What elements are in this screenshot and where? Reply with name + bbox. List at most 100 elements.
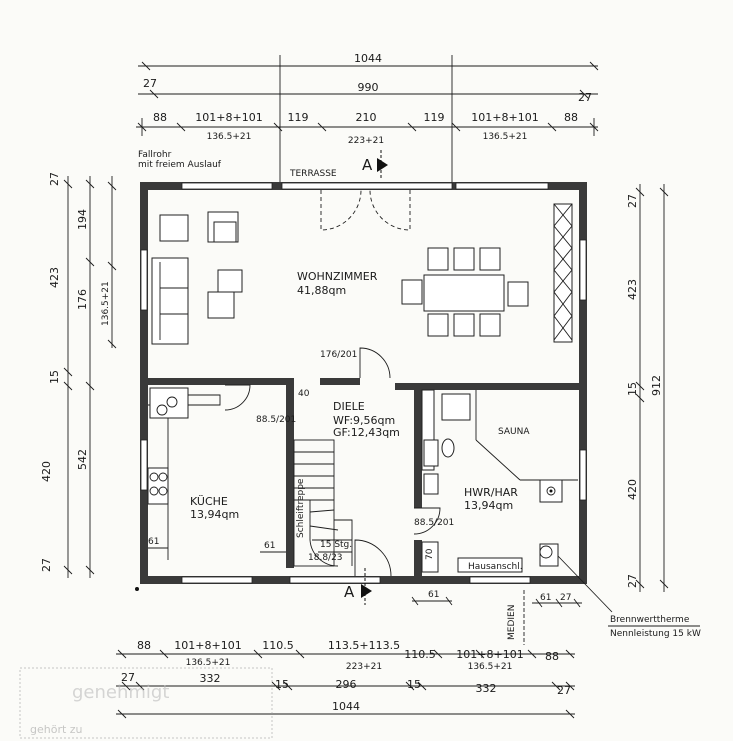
dim-top-inner: 990 bbox=[358, 81, 379, 94]
dim-left-27: 27 bbox=[48, 172, 61, 186]
dim-bot-88a: 88 bbox=[137, 639, 151, 652]
walls bbox=[140, 182, 587, 584]
top-dimensions: 1044 990 27 27 88 101+8+101 136.5+21 119… bbox=[136, 52, 599, 185]
dim-right-15: 15 bbox=[626, 382, 639, 396]
dim-top-left-27: 27 bbox=[143, 77, 157, 90]
door-hwr-dim: 88.5/201 bbox=[414, 518, 454, 528]
medien-label: MEDIEN bbox=[507, 605, 517, 640]
dim-kitchen-61: 61 bbox=[148, 537, 159, 547]
room-diele-name: DIELE bbox=[333, 400, 365, 413]
dim-bot-mid-sub: 223+21 bbox=[346, 662, 382, 672]
door-wz-dim: 176/201 bbox=[320, 350, 357, 360]
dim-left-15: 15 bbox=[48, 370, 61, 384]
dim-top-right-27: 27 bbox=[578, 91, 592, 104]
heater-callout: Brennwerttherme Nennleistung 15 kW bbox=[557, 555, 701, 639]
dim-in-332b: 332 bbox=[476, 682, 497, 695]
dim-top-119b: 119 bbox=[424, 111, 445, 124]
dim-left-176: 176 bbox=[76, 289, 89, 310]
dim-left-423: 423 bbox=[48, 267, 61, 288]
dim-bot-1105b: 110.5 bbox=[404, 648, 436, 661]
therme-label-1: Brennwerttherme bbox=[610, 615, 690, 625]
stamp-sub: gehört zu bbox=[30, 723, 83, 736]
stairs-dim: 18.8/23 bbox=[308, 553, 343, 563]
dim-right-912: 912 bbox=[650, 375, 663, 396]
dim-top-210-sub: 223+21 bbox=[348, 136, 384, 146]
dim-top-win-b: 101+8+101 bbox=[471, 111, 538, 124]
door-kueche-dim: 88.5/201 bbox=[256, 415, 296, 425]
dim-bot-win-b: 101+8+101 bbox=[456, 648, 523, 661]
dim-bot-win-a: 101+8+101 bbox=[174, 639, 241, 652]
dim-left-27b: 27 bbox=[40, 558, 53, 572]
room-wohnzimmer-area: 41,88qm bbox=[297, 284, 346, 297]
dim-in-296: 296 bbox=[336, 678, 357, 691]
dim-bottom-61c: 61 bbox=[428, 590, 439, 600]
dim-bot-total: 1044 bbox=[332, 700, 360, 713]
dim-right-423: 423 bbox=[626, 279, 639, 300]
room-diele-wf: WF:9,56qm bbox=[333, 414, 395, 427]
dim-top-88b: 88 bbox=[564, 111, 578, 124]
terrasse-label: TERRASSE bbox=[289, 169, 337, 179]
stairs-label: Schleiftreppe bbox=[296, 478, 306, 538]
dim-top-win-a: 101+8+101 bbox=[195, 111, 262, 124]
hausanschluss-label: Hausanschl. bbox=[468, 562, 523, 572]
dim-left-420: 420 bbox=[40, 461, 53, 482]
room-kueche-name: KÜCHE bbox=[190, 495, 228, 508]
dim-left-1365: 136.5+21 bbox=[101, 281, 111, 326]
dim-top-210: 210 bbox=[356, 111, 377, 124]
dim-bot-win-b-sub: 136.5+21 bbox=[468, 662, 513, 672]
dim-in-27b: 27 bbox=[557, 684, 571, 697]
dim-70: 70 bbox=[425, 548, 435, 560]
dim-top-119a: 119 bbox=[288, 111, 309, 124]
dim-in-15b: 15 bbox=[407, 678, 421, 691]
dim-left-194: 194 bbox=[76, 209, 89, 230]
stairs-steps: 15 Stg. bbox=[320, 540, 352, 550]
dim-in-15a: 15 bbox=[275, 678, 289, 691]
room-kueche-area: 13,94qm bbox=[190, 508, 239, 521]
dim-in-27a: 27 bbox=[121, 671, 135, 684]
room-diele-gf: GF:12,43qm bbox=[333, 426, 400, 439]
bottom-dimensions: 88 101+8+101 136.5+21 110.5 113.5+113.5 … bbox=[116, 639, 575, 719]
dim-top-win-b-sub: 136.5+21 bbox=[483, 132, 528, 142]
right-dimensions: 27 423 15 912 420 27 bbox=[626, 184, 669, 592]
room-wohnzimmer-name: WOHNZIMMER bbox=[297, 270, 378, 283]
approval-stamp: genehmigt gehört zu bbox=[19, 667, 273, 739]
left-dimensions: 27 194 423 176 136.5+21 15 420 542 27 bbox=[40, 172, 117, 578]
bottom-small-dims: 61 61 27 bbox=[411, 590, 582, 608]
room-sauna-name: SAUNA bbox=[498, 427, 530, 437]
dim-kitchen-61b: 61 bbox=[264, 541, 275, 551]
living-room-furniture: WOHNZIMMER 41,88qm bbox=[151, 203, 573, 345]
dim-bottom-27e: 27 bbox=[560, 593, 571, 603]
staircase: Schleiftreppe 15 Stg. 18.8/23 bbox=[293, 439, 353, 567]
utility-room: SAUNA HWR/HAR 13,94qm Hausanschl. 70 bbox=[421, 389, 563, 573]
dim-bot-win-a-sub: 136.5+21 bbox=[186, 658, 231, 668]
kitchen: KÜCHE 13,94qm 61 61 bbox=[147, 387, 286, 560]
doors: 176/201 40 88.5/201 88.5/201 bbox=[224, 189, 454, 577]
room-hwr-area: 13,94qm bbox=[464, 499, 513, 512]
section-marker-top: A bbox=[362, 150, 388, 180]
dim-bot-1105a: 110.5 bbox=[262, 639, 294, 652]
hall: DIELE WF:9,56qm GF:12,43qm Schleiftreppe… bbox=[293, 400, 400, 567]
dim-right-420: 420 bbox=[626, 479, 639, 500]
room-hwr-name: HWR/HAR bbox=[464, 486, 518, 499]
dim-left-542: 542 bbox=[76, 449, 89, 470]
stamp-text: genehmigt bbox=[72, 682, 169, 703]
door-small-40: 40 bbox=[298, 389, 310, 399]
fallrohr-label-1: Fallrohr bbox=[138, 150, 172, 160]
dim-top-total: 1044 bbox=[354, 52, 382, 65]
dim-right-27: 27 bbox=[626, 194, 639, 208]
dim-top-88a: 88 bbox=[153, 111, 167, 124]
dim-right-27b: 27 bbox=[626, 574, 639, 588]
media-entry: MEDIEN bbox=[507, 590, 525, 645]
dim-in-332a: 332 bbox=[200, 672, 221, 685]
dim-bot-mid: 113.5+113.5 bbox=[328, 639, 400, 652]
dim-top-win-a-sub: 136.5+21 bbox=[207, 132, 252, 142]
section-a-top-label: A bbox=[362, 156, 373, 174]
section-a-bottom-label: A bbox=[344, 583, 355, 601]
section-marker-bottom: A bbox=[135, 568, 372, 605]
dim-bottom-61d: 61 bbox=[540, 593, 551, 603]
therme-label-2: Nennleistung 15 kW bbox=[610, 629, 701, 639]
fallrohr-label-2: mit freiem Auslauf bbox=[138, 160, 222, 170]
dim-bot-88b: 88 bbox=[545, 650, 559, 663]
